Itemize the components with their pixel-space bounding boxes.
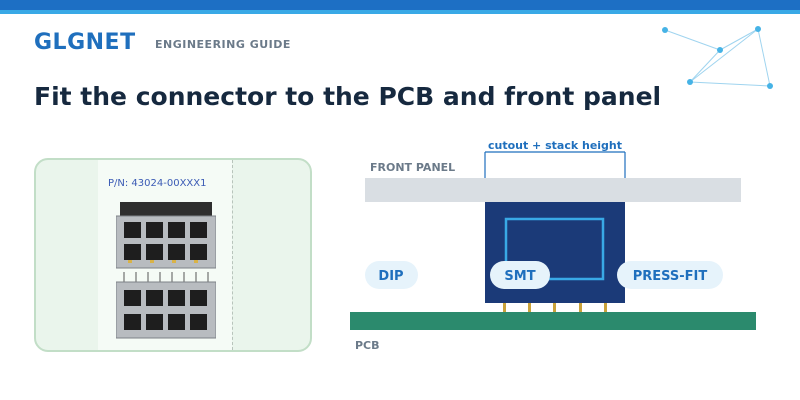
front-panel-label: FRONT PANEL (370, 161, 455, 174)
mount-option-smt-label: SMT (504, 269, 535, 284)
rj45-connector-image (116, 202, 216, 339)
mounting-diagram: cutout + stack height FRONT PANEL PCB DI… (350, 139, 756, 352)
brand-logo: GLGNET (34, 30, 136, 55)
pcb-label: PCB (355, 339, 380, 352)
connector-window (504, 217, 605, 281)
mount-option-dip: DIP (365, 261, 418, 289)
connector-pins (503, 303, 607, 313)
dimension-label: cutout + stack height (488, 139, 622, 152)
mount-option-smt: SMT (490, 261, 550, 289)
mount-option-press-fit: PRESS-FIT (617, 261, 723, 289)
photo-divider (232, 160, 233, 350)
brand-subtitle: ENGINEERING GUIDE (155, 38, 291, 51)
front-panel (365, 178, 741, 202)
page-title: Fit the connector to the PCB and front p… (34, 82, 662, 111)
rj45-jack-upper (116, 202, 216, 269)
pcb-board (350, 312, 756, 330)
product-photo-card: P/N: 43024-00XXX1 (34, 158, 312, 352)
mount-option-press-fit-label: PRESS-FIT (633, 269, 708, 284)
rj45-jack-lower (116, 272, 216, 339)
top-bar-accent (0, 10, 800, 14)
part-number: P/N: 43024-00XXX1 (108, 178, 207, 189)
network-graphic-icon (662, 26, 773, 89)
mount-option-dip-label: DIP (378, 269, 403, 284)
